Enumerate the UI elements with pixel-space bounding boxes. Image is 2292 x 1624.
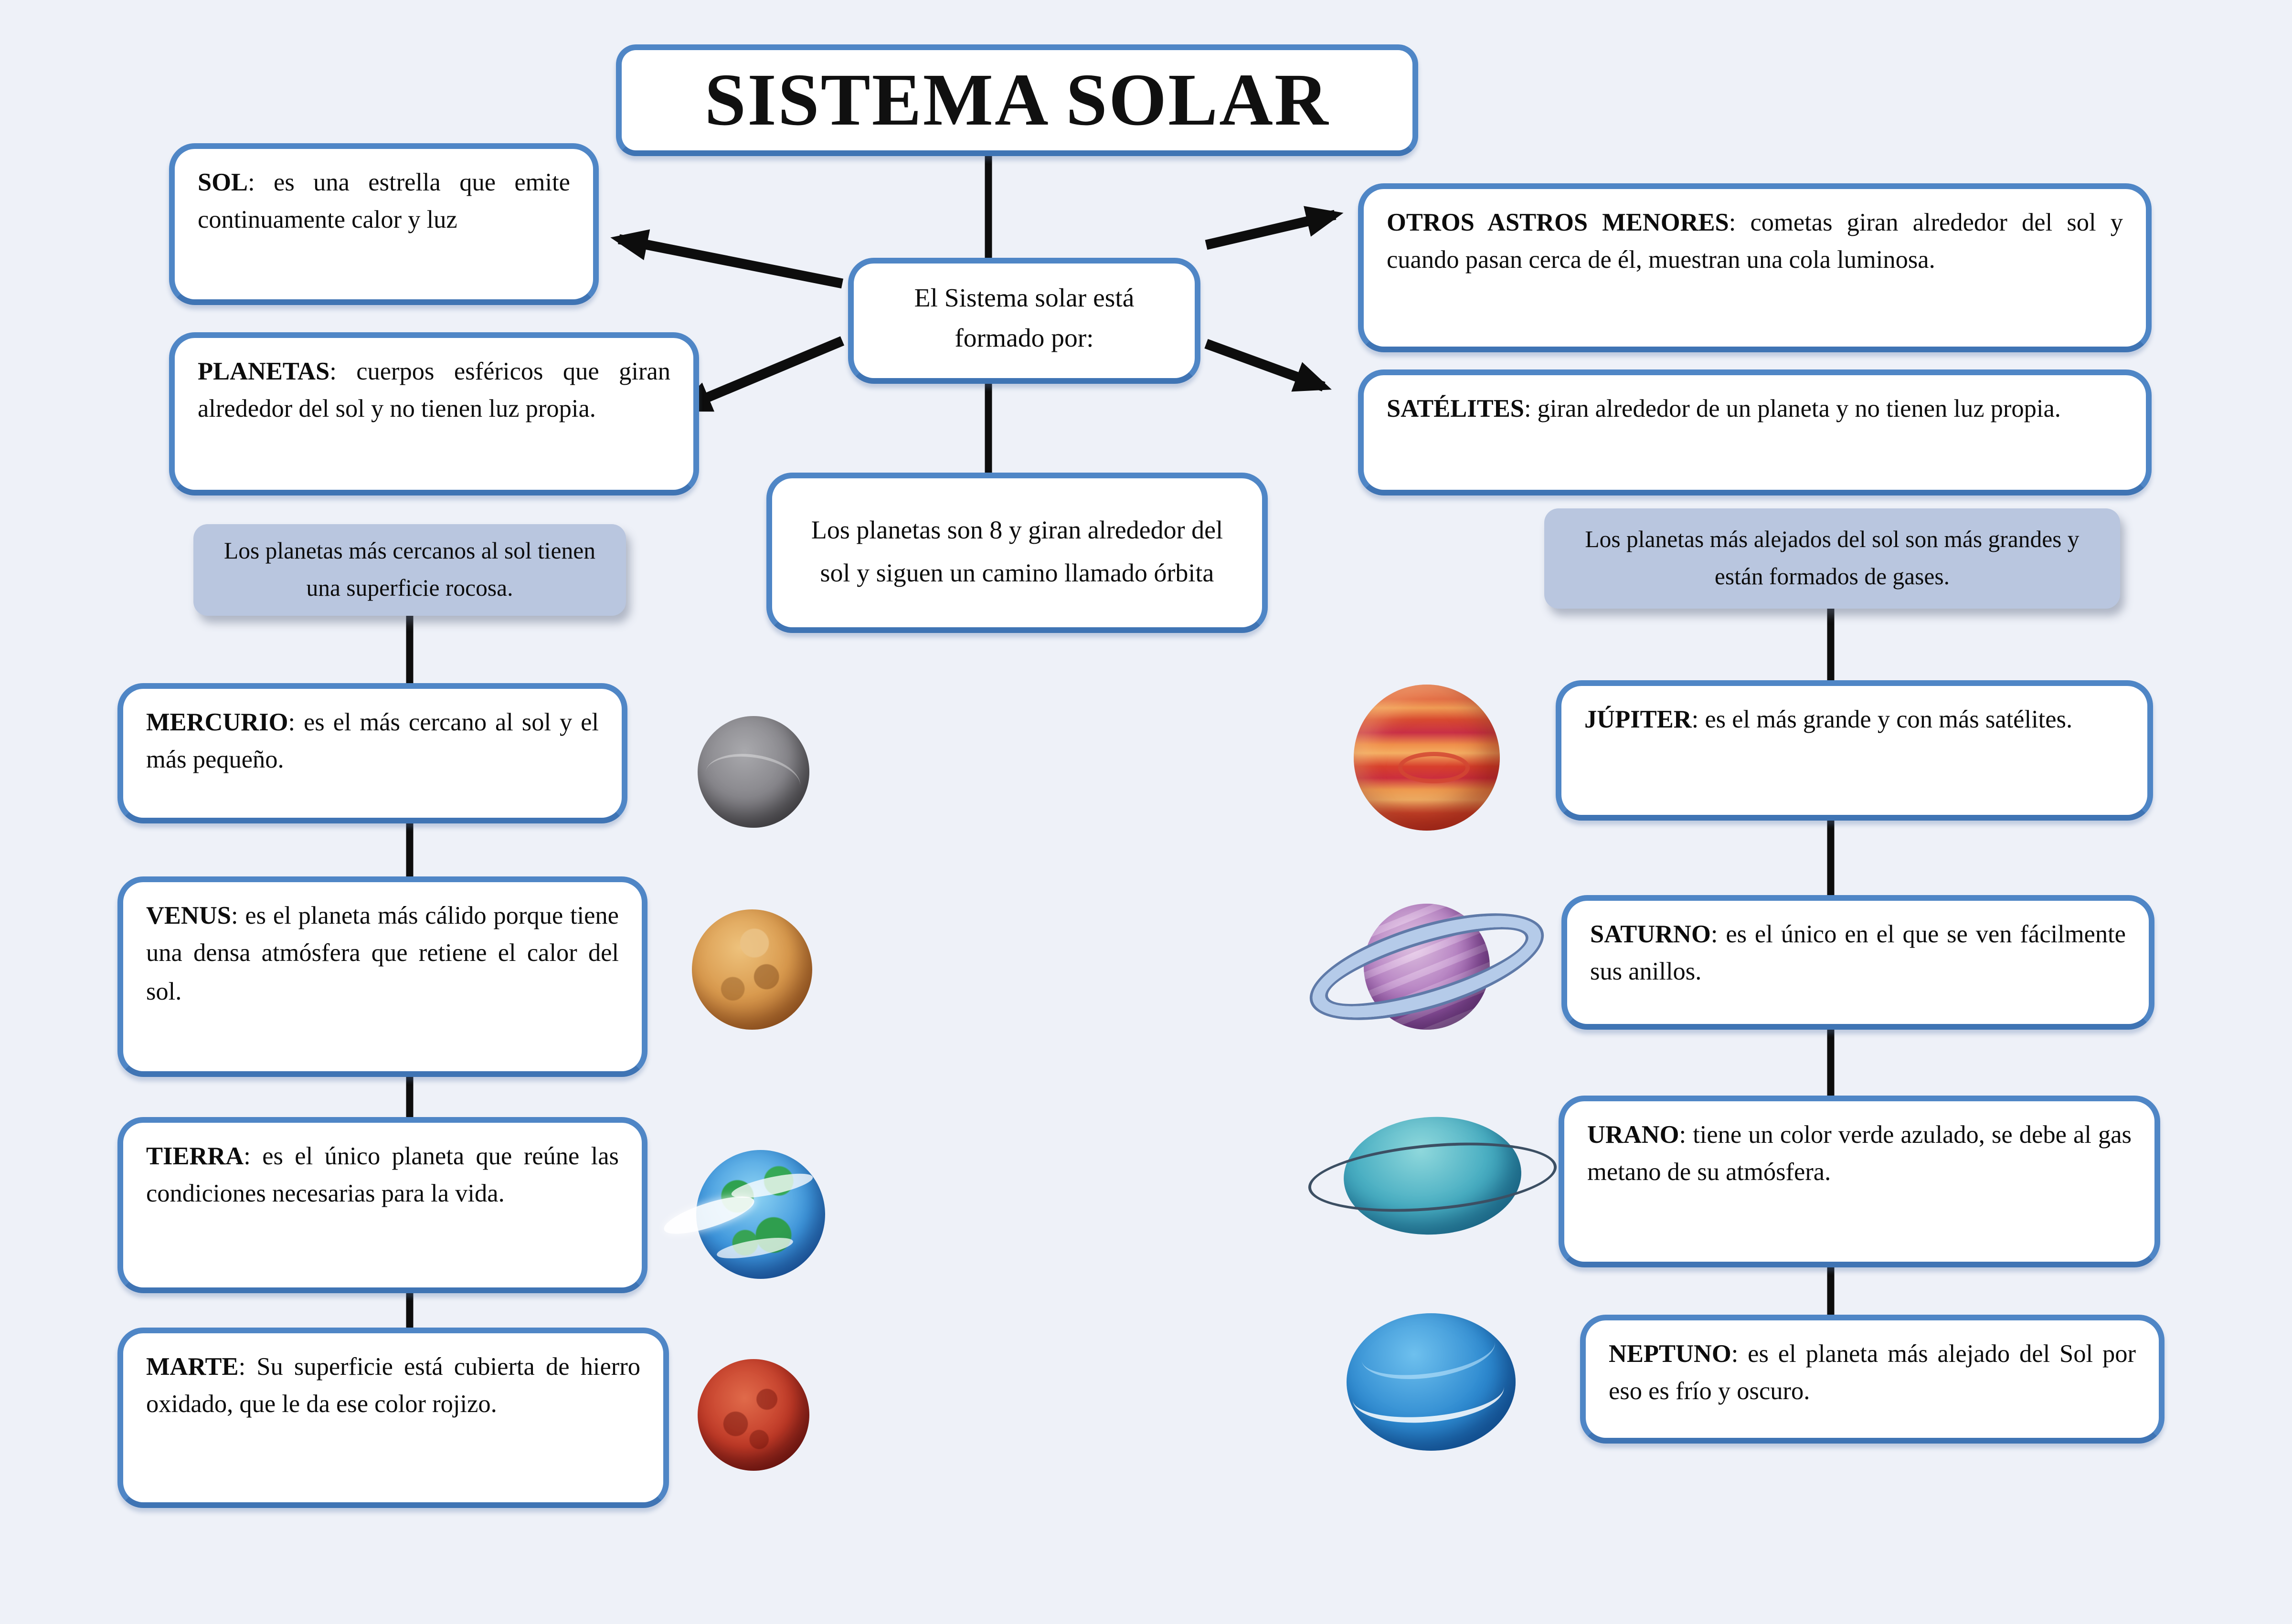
jupiter-label: JÚPITER bbox=[1584, 705, 1692, 733]
sol-label: SOL bbox=[198, 168, 248, 196]
venus-text: VENUS: es el planeta más cálido porque t… bbox=[146, 896, 619, 1009]
mercurio-box: MERCURIO: es el más cercano al sol y el … bbox=[117, 683, 627, 823]
sol-box: SOL: es una estrella que emite continuam… bbox=[169, 143, 599, 305]
otros-astros-label: OTROS ASTROS MENORES bbox=[1387, 208, 1729, 236]
mercurio-text: MERCURIO: es el más cercano al sol y el … bbox=[146, 703, 599, 779]
neptuno-label: NEPTUNO bbox=[1609, 1339, 1731, 1368]
marte-text: MARTE: Su superficie está cubierta de hi… bbox=[146, 1348, 640, 1423]
neptuno-text: NEPTUNO: es el planeta más alejado del S… bbox=[1609, 1335, 2136, 1410]
satelites-label: SATÉLITES bbox=[1387, 394, 1524, 422]
urano-label: URANO bbox=[1587, 1120, 1679, 1149]
orbit-note-box: Los planetas son 8 y giran alrededor del… bbox=[766, 473, 1268, 633]
gas-planets-note: Los planetas más alejados del sol son má… bbox=[1544, 508, 2120, 609]
marte-label: MARTE bbox=[146, 1352, 239, 1381]
otros-astros-box: OTROS ASTROS MENORES: cometas giran alre… bbox=[1358, 183, 2152, 352]
satelites-text: SATÉLITES: giran alrededor de un planeta… bbox=[1387, 390, 2123, 427]
earth-planet-icon bbox=[660, 1146, 834, 1286]
venus-box: VENUS: es el planeta más cálido porque t… bbox=[117, 876, 647, 1077]
rocky-planets-note: Los planetas más cercanos al sol tienen … bbox=[193, 524, 626, 616]
planetas-box: PLANETAS: cuerpos esféricos que giran al… bbox=[169, 332, 699, 496]
formed-by-text: El Sistema solar está formado por: bbox=[914, 285, 1135, 354]
title-box: SISTEMA SOLAR bbox=[616, 44, 1418, 156]
neptuno-box: NEPTUNO: es el planeta más alejado del S… bbox=[1580, 1315, 2165, 1444]
mercurio-desc: : es el más cercano al sol y el más pequ… bbox=[146, 707, 599, 774]
jupiter-text: JÚPITER: es el más grande y con más saté… bbox=[1584, 700, 2124, 738]
neptune-planet-icon bbox=[1347, 1313, 1516, 1451]
mercurio-label: MERCURIO bbox=[146, 707, 288, 736]
satelites-box: SATÉLITES: giran alrededor de un planeta… bbox=[1358, 369, 2152, 496]
orbit-note-text: Los planetas son 8 y giran alrededor del… bbox=[811, 516, 1223, 587]
formed-by-box: El Sistema solar está formado por: bbox=[848, 258, 1200, 384]
sol-desc: : es una estrella que emite continuament… bbox=[198, 168, 570, 234]
tierra-box: TIERRA: es el único planeta que reúne la… bbox=[117, 1117, 647, 1293]
marte-box: MARTE: Su superficie está cubierta de hi… bbox=[117, 1328, 669, 1508]
planetas-text: PLANETAS: cuerpos esféricos que giran al… bbox=[198, 352, 670, 428]
page-title: SISTEMA SOLAR bbox=[704, 59, 1330, 141]
saturno-box: SATURNO: es el único en el que se ven fá… bbox=[1561, 895, 2154, 1030]
planetas-desc: : cuerpos esféricos que giran alrededor … bbox=[198, 357, 670, 423]
saturn-planet-icon bbox=[1302, 881, 1552, 1058]
tierra-label: TIERRA bbox=[146, 1141, 244, 1170]
jupiter-desc: : es el más grande y con más satélites. bbox=[1691, 705, 2073, 733]
venus-desc: : es el planeta más cálido porque tiene … bbox=[146, 901, 619, 1005]
planetas-label: PLANETAS bbox=[198, 357, 330, 385]
saturno-desc: : es el único en el que se ven fácilment… bbox=[1590, 919, 2126, 986]
jupiter-box: JÚPITER: es el más grande y con más saté… bbox=[1556, 680, 2153, 821]
venus-planet-icon bbox=[692, 909, 812, 1030]
otros-astros-desc: : cometas giran alrededor del sol y cuan… bbox=[1387, 208, 2123, 274]
uranus-ring bbox=[1305, 1133, 1560, 1221]
rocky-planets-note-text: Los planetas más cercanos al sol tienen … bbox=[223, 538, 595, 601]
satelites-desc: : giran alrededor de un planeta y no tie… bbox=[1524, 394, 2061, 422]
venus-label: VENUS bbox=[146, 901, 231, 929]
sol-text: SOL: es una estrella que emite continuam… bbox=[198, 163, 570, 239]
tierra-desc: : es el único planeta que reúne las cond… bbox=[146, 1141, 619, 1208]
neptuno-desc: : es el planeta más alejado del Sol por … bbox=[1609, 1339, 2136, 1405]
urano-box: URANO: tiene un color verde azulado, se … bbox=[1559, 1096, 2160, 1267]
uranus-planet-icon bbox=[1305, 1111, 1560, 1243]
saturn-sphere bbox=[1364, 904, 1490, 1030]
tierra-text: TIERRA: es el único planeta que reúne la… bbox=[146, 1137, 619, 1213]
mercury-planet-icon bbox=[698, 716, 809, 828]
gas-planets-note-text: Los planetas más alejados del sol son má… bbox=[1585, 526, 2080, 590]
marte-desc: : Su superficie está cubierta de hierro … bbox=[146, 1352, 640, 1418]
otros-astros-text: OTROS ASTROS MENORES: cometas giran alre… bbox=[1387, 203, 2123, 279]
jupiter-planet-icon bbox=[1354, 685, 1500, 831]
urano-text: URANO: tiene un color verde azulado, se … bbox=[1587, 1116, 2132, 1191]
urano-desc: : tiene un color verde azulado, se debe … bbox=[1587, 1120, 2132, 1186]
saturno-label: SATURNO bbox=[1590, 919, 1711, 948]
mars-planet-icon bbox=[698, 1359, 809, 1471]
saturno-text: SATURNO: es el único en el que se ven fá… bbox=[1590, 915, 2126, 991]
